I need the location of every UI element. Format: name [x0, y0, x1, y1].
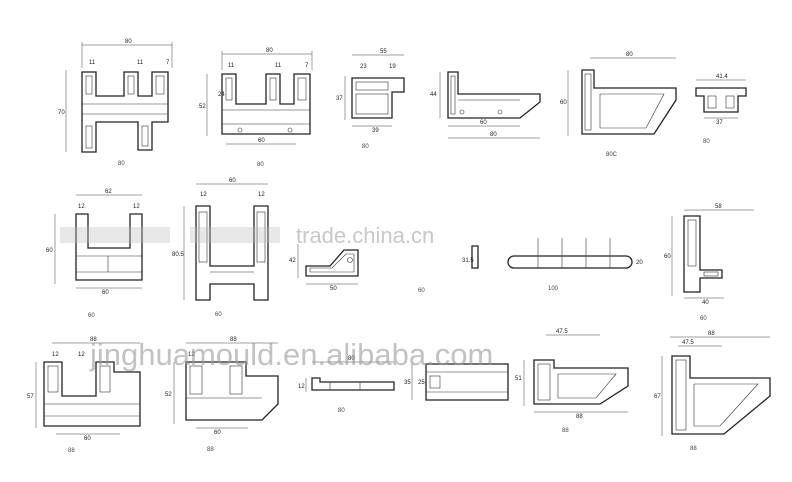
profile-p6: 41.4 37 80 — [695, 74, 747, 145]
p12-dim-top: 58 — [715, 204, 722, 210]
p1-dim-top: 80 — [125, 39, 132, 45]
p15-dim-top: 80 — [348, 356, 355, 362]
p17-dim-side: 51 — [515, 376, 522, 382]
p3-dim-bottom: 39 — [372, 128, 379, 134]
p15-caption: 80 — [338, 408, 345, 414]
p13-dim-bottom: 60 — [84, 436, 91, 442]
p13-dim-side: 57 — [27, 394, 34, 400]
p14-dim-s1: 12 — [188, 352, 195, 358]
profile-p9: 42 50 60 — [289, 244, 425, 294]
p7-dim-s1: 12 — [78, 204, 85, 210]
profile-p1: 80 11 11 7 70 80 — [58, 39, 173, 167]
p2-dim-s2: 11 — [275, 63, 282, 69]
p10-dim-side: 31.5 — [462, 258, 474, 264]
p17-dim-top: 47.5 — [556, 329, 568, 335]
profile-p8: 60 12 12 80.5 60 — [172, 178, 269, 318]
p5-dim-side: 60 — [560, 100, 567, 106]
p4-dim-b2: 80 — [490, 132, 497, 138]
p5-caption: 80C — [606, 152, 618, 158]
p9-caption: 60 — [418, 288, 425, 294]
p1-dim-s2: 11 — [137, 60, 144, 66]
p14-dim-top: 88 — [230, 337, 237, 343]
profile-p16: 35 25 — [404, 363, 509, 401]
p16-dim-side2: 25 — [418, 380, 425, 386]
p18-dim-s1: 47.5 — [682, 340, 694, 346]
p13-caption: 88 — [68, 448, 75, 454]
p15-dim-side: 12 — [298, 384, 305, 390]
profile-p17: 47.5 51 88 88 — [515, 329, 629, 434]
p6-dim-bottom: 37 — [716, 120, 723, 126]
p2-dim-s3: 7 — [305, 63, 309, 69]
profile-p4: 44 60 80 — [430, 71, 541, 139]
profile-p14: 88 12 52 60 88 — [165, 337, 279, 453]
p14-dim-bottom: 60 — [214, 430, 221, 436]
p14-dim-side: 52 — [165, 392, 172, 398]
p3-caption: 80 — [362, 144, 369, 150]
p1-dim-s3: 7 — [166, 60, 170, 66]
p8-caption: 60 — [215, 312, 222, 318]
p2-dim-side1: 52 — [199, 104, 206, 110]
p3-dim-s1: 23 — [360, 64, 367, 70]
profile-p15: 80 12 80 — [298, 356, 395, 414]
p12-caption: 60 — [700, 316, 707, 322]
p2-dim-s1: 11 — [228, 63, 235, 69]
p17-caption: 88 — [562, 428, 569, 434]
profile-p12: 58 60 40 60 — [664, 204, 754, 322]
profile-p10: 31.5 — [462, 245, 479, 269]
p7-dim-bottom: 60 — [102, 290, 109, 296]
p8-dim-side: 80.5 — [172, 252, 184, 258]
p8-dim-s2: 12 — [258, 192, 265, 198]
p8-dim-top: 60 — [229, 178, 236, 184]
p18-dim-side: 67 — [654, 394, 661, 400]
p13-dim-top: 88 — [90, 337, 97, 343]
profile-p3: 55 23 19 37 39 80 — [336, 49, 405, 150]
p13-dim-s2: 12 — [78, 352, 85, 358]
p13-dim-s1: 12 — [52, 352, 59, 358]
p18-dim-top: 88 — [708, 331, 715, 337]
p9-dim-bottom: 50 — [330, 286, 337, 292]
p6-caption: 80 — [703, 139, 710, 145]
p11-caption: 100 — [548, 286, 559, 292]
p1-caption: 80 — [118, 161, 125, 167]
profile-p18: 88 47.5 67 88 — [654, 331, 771, 452]
p7-dim-s2: 12 — [133, 204, 140, 210]
p16-dim-side1: 35 — [404, 380, 411, 386]
p14-caption: 88 — [207, 447, 214, 453]
profile-p11: 20 100 — [507, 238, 643, 292]
p12-dim-bottom: 40 — [702, 300, 709, 306]
p5-dim-top: 80 — [626, 52, 633, 58]
profile-p2: 80 11 11 7 52 24 60 80 — [199, 48, 313, 168]
p4-dim-b1: 60 — [480, 120, 487, 126]
watermark-primary: trade.china.cn — [296, 223, 434, 248]
p17-dim-bottom: 88 — [576, 414, 583, 420]
profile-p13: 88 12 12 57 60 88 — [27, 337, 141, 454]
p6-dim-top: 41.4 — [716, 74, 728, 80]
p2-dim-bottom: 60 — [258, 138, 265, 144]
p2-dim-top: 80 — [266, 48, 273, 54]
p9-dim-side: 42 — [289, 258, 296, 264]
watermark-secondary: jinghuamould.en.alibaba.com — [89, 337, 493, 372]
profile-p5: 80 60 80C — [560, 52, 677, 158]
p7-dim-top: 62 — [105, 189, 112, 195]
p3-dim-s2: 19 — [389, 64, 396, 70]
p1-dim-s1: 11 — [89, 60, 96, 66]
p8-dim-s1: 12 — [200, 192, 207, 198]
p11-dim-right: 20 — [636, 260, 643, 266]
p2-caption: 80 — [257, 162, 264, 168]
p3-dim-side: 37 — [336, 96, 343, 102]
p12-dim-side: 60 — [664, 254, 671, 260]
p3-dim-top: 55 — [380, 49, 387, 55]
p18-caption: 88 — [690, 446, 697, 452]
p7-dim-side: 60 — [46, 248, 53, 254]
p7-caption: 60 — [88, 313, 95, 319]
p4-dim-side: 44 — [430, 92, 437, 98]
p1-dim-side: 70 — [58, 110, 65, 116]
profile-p7: 62 12 12 60 60 60 — [46, 189, 143, 319]
